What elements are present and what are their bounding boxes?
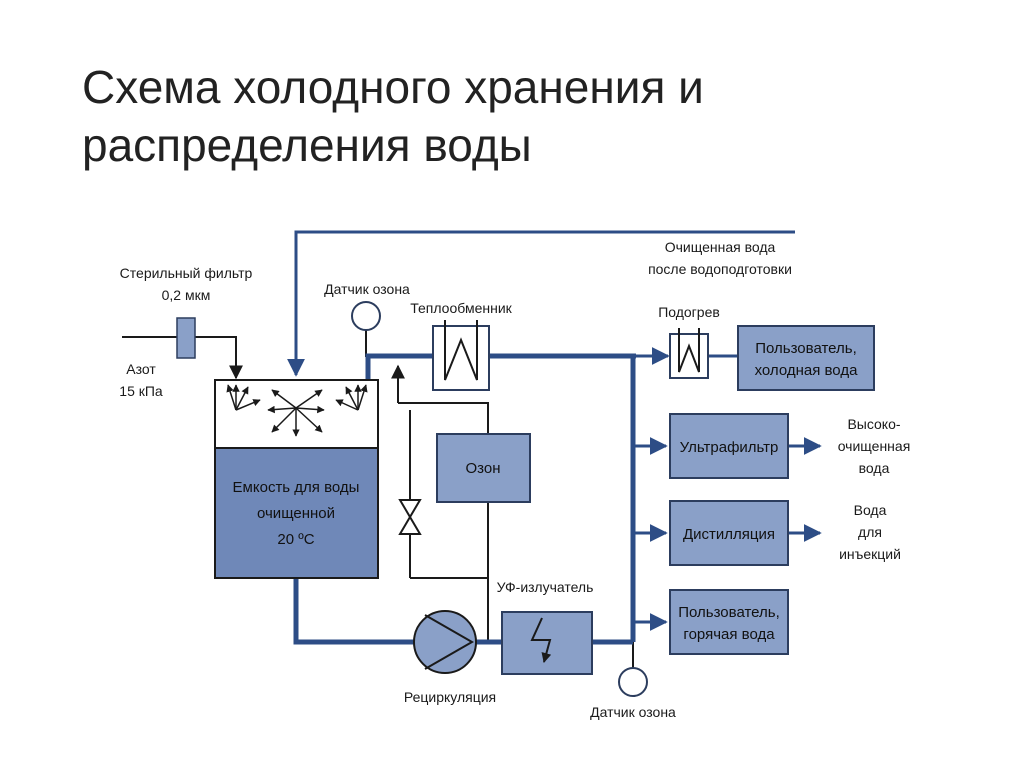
distillation-block (669, 500, 789, 566)
recirculation-label: Рециркуляция (404, 689, 496, 705)
heater-icon (669, 328, 709, 379)
tank-label-line-3: 20 ºС (277, 531, 314, 548)
heating-label: Подогрев (658, 304, 720, 320)
title-line-1: Схема холодного хранения и (82, 61, 704, 113)
ozone-block-label: Озон (465, 460, 500, 477)
user-cold-water-block (737, 325, 875, 391)
nitrogen-label-1: Азот (126, 361, 156, 377)
uv-emitter-label: УФ-излучатель (497, 579, 594, 595)
spray-nozzle-arrows (226, 384, 368, 437)
recirculation-pump-icon (413, 610, 477, 674)
user-cold-line-2: холодная вода (755, 362, 859, 379)
user-hot-line-1: Пользователь, (678, 604, 780, 621)
ozone-sensor-top-label: Датчик озона (324, 281, 410, 297)
title-line-2: распределения воды (82, 119, 532, 171)
nitrogen-inlet-line (122, 336, 243, 380)
nitrogen-label-2: 15 кПа (119, 383, 163, 399)
valve-icon (398, 499, 422, 535)
ultrafilter-block (669, 413, 789, 479)
tank-water (214, 447, 379, 579)
heat-exchanger-label: Теплообменник (410, 300, 512, 316)
sterile-filter-label-1: Стерильный фильтр (120, 265, 253, 281)
ozone-block (436, 433, 531, 503)
sterile-filter-label-2: 0,2 мкм (162, 287, 211, 303)
uv-emitter-icon (501, 611, 593, 675)
injection-label-1: Вода (854, 502, 887, 518)
sterile-filter (176, 317, 196, 359)
tank-label-line-2: очищенной (257, 505, 335, 522)
ozone-sensor-bottom-label: Датчик озона (590, 704, 676, 720)
high-purity-label-3: вода (859, 460, 890, 476)
page-title: Схема холодного хранения и распределения… (82, 58, 942, 174)
ultrafilter-label: Ультрафильтр (680, 439, 779, 456)
tank-outlet-pipe (293, 578, 416, 645)
user-hot-line-2: горячая вода (683, 626, 775, 643)
distillation-label: Дистилляция (683, 526, 775, 543)
injection-label-2: для (858, 524, 882, 540)
user-cold-line-1: Пользователь, (755, 340, 857, 357)
ozone-sensor-top-icon (351, 301, 381, 331)
ozone-loop-line-top (398, 402, 489, 434)
high-purity-label-1: Высоко- (847, 416, 900, 432)
tank-label-line-1: Емкость для воды (233, 479, 360, 496)
injection-label-3: инъекций (839, 546, 901, 562)
high-purity-label-2: очищенная (838, 438, 911, 454)
purified-water-label-1: Очищенная вода (665, 239, 776, 255)
purified-water-supply-pipe (287, 230, 795, 377)
purified-water-label-2: после водоподготовки (648, 261, 792, 277)
user-hot-water-block (669, 589, 789, 655)
ozone-sensor-bottom-icon (618, 667, 648, 697)
heat-exchanger-icon (432, 320, 490, 391)
